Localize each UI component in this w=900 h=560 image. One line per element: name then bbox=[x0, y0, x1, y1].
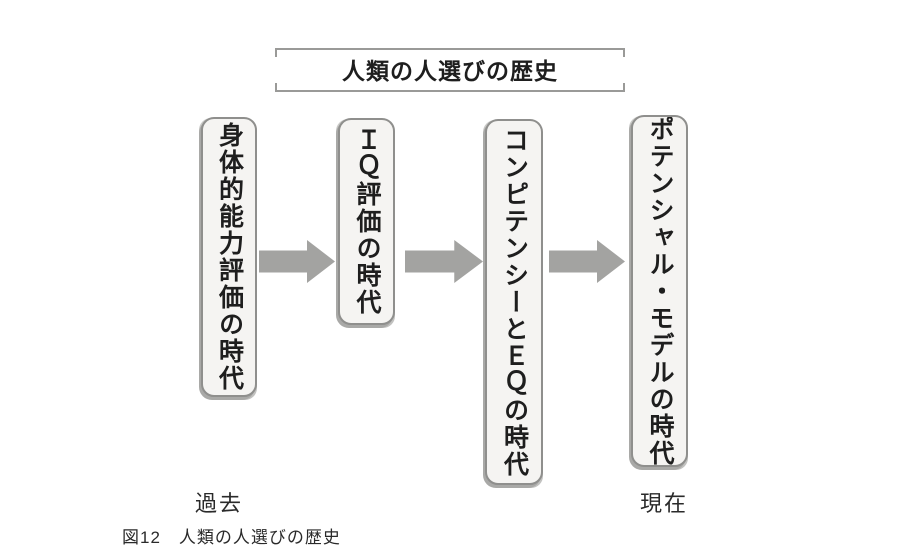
caption-text: 人類の人選びの歴史 bbox=[178, 528, 341, 547]
title-bracket-top bbox=[275, 48, 625, 57]
arrow-right-icon bbox=[549, 240, 625, 283]
timeline-label-present: 現在 bbox=[640, 491, 689, 516]
diagram-title: 人類の人選びの歴史 bbox=[342, 58, 558, 84]
stage-label: コンピテンシーとＥＱの時代 bbox=[500, 126, 529, 478]
stage-box-physical-ability: 身体的能力評価の時代 bbox=[201, 117, 257, 397]
title-bracket-bottom bbox=[275, 83, 625, 92]
stage-box-competency-eq: コンピテンシーとＥＱの時代 bbox=[485, 119, 543, 485]
arrow-right-icon bbox=[259, 240, 335, 283]
stage-label: ポテンシャル・モデルの時代 bbox=[646, 115, 674, 467]
stage-label: 身体的能力評価の時代 bbox=[215, 122, 244, 392]
timeline-label-past: 過去 bbox=[195, 491, 244, 516]
stage-label: ＩＱ評価の時代 bbox=[353, 127, 381, 316]
arrow-right-icon bbox=[405, 240, 483, 283]
stage-box-potential-model: ポテンシャル・モデルの時代 bbox=[631, 115, 688, 467]
stage-box-iq: ＩＱ評価の時代 bbox=[338, 118, 395, 325]
caption-number: 図12 bbox=[122, 528, 161, 547]
figure-caption: 図12 人類の人選びの歴史 bbox=[122, 523, 341, 548]
